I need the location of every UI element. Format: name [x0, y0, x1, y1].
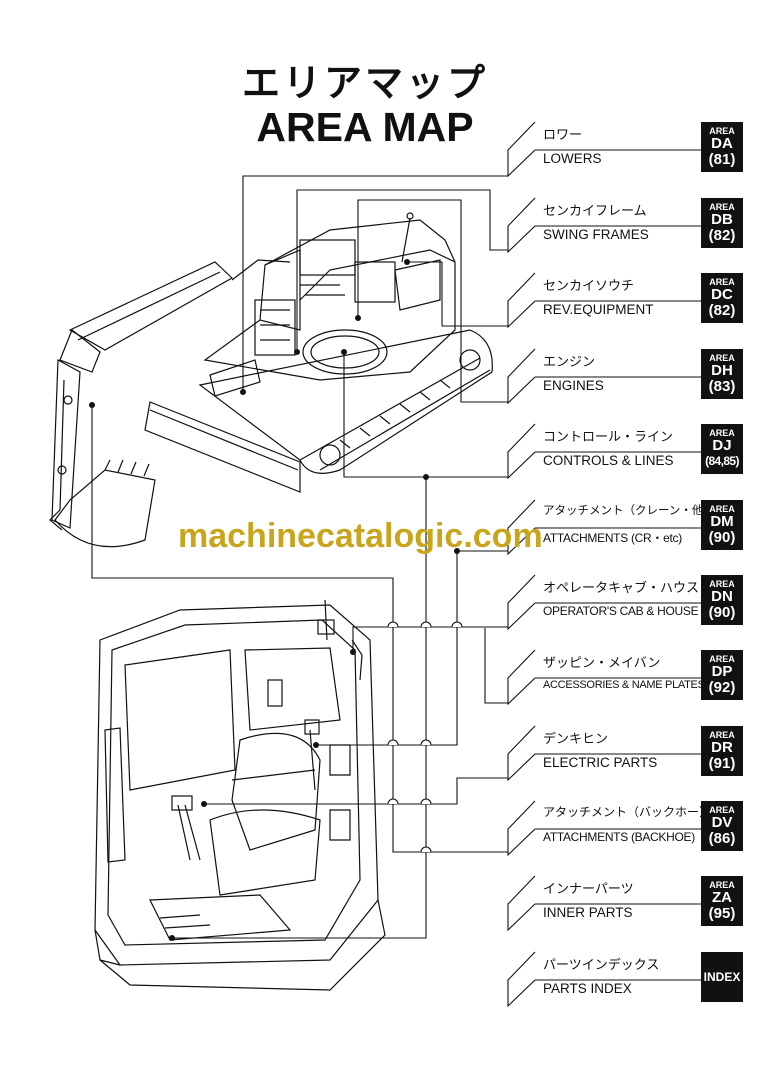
entry-en-label: ELECTRIC PARTS — [543, 755, 658, 770]
entry-en-label: OPERATOR'S CAB & HOUSE — [543, 604, 699, 618]
area-entry-da[interactable]: ロワー LOWERS AREA DA (81) — [508, 122, 743, 172]
entry-en-label: SWING FRAMES — [543, 227, 649, 242]
area-entry-za[interactable]: インナーパーツ INNER PARTS AREA ZA (95) — [508, 876, 743, 926]
cab-drawing — [94, 599, 386, 991]
area-entry-dm[interactable]: アタッチメント（クレーン・他） ATTACHMENTS (CR・etc) ARE… — [508, 500, 743, 550]
entry-jp-label: デンキヒン — [543, 732, 609, 747]
entry-en-label: ATTACHMENTS (BACKHOE) — [543, 830, 695, 844]
entry-jp-label: センカイソウチ — [543, 279, 635, 294]
entry-jp-label: オペレータキャブ・ハウス — [543, 581, 700, 596]
area-code-badge: AREA DB (82) — [701, 198, 743, 248]
area-code-badge: AREA DR (91) — [701, 726, 743, 776]
area-entry-db[interactable]: センカイフレーム SWING FRAMES AREA DB (82) — [508, 198, 743, 248]
area-entry-dn[interactable]: オペレータキャブ・ハウス OPERATOR'S CAB & HOUSE AREA… — [508, 575, 743, 625]
leader-lines — [91, 175, 508, 939]
entry-jp-label: パーツインデックス — [543, 958, 660, 973]
watermark: machinecatalogic.com — [178, 517, 543, 555]
area-code-badge: AREA DJ (84,85) — [701, 424, 743, 474]
area-code-badge: AREA DC (82) — [701, 273, 743, 323]
entry-jp-label: エンジン — [543, 355, 596, 370]
area-entry-dc[interactable]: センカイソウチ REV.EQUIPMENT AREA DC (82) — [508, 273, 743, 323]
entry-en-label: ATTACHMENTS (CR・etc) — [543, 531, 682, 545]
area-entry-dh[interactable]: エンジン ENGINES AREA DH (83) — [508, 349, 743, 399]
area-code-badge: AREA DV (86) — [701, 801, 743, 851]
entry-en-label: ENGINES — [543, 378, 604, 393]
entry-frames — [507, 121, 701, 1008]
entry-jp-label: ザッピン・メイバン — [543, 656, 661, 671]
area-code-badge: AREA DA (81) — [701, 122, 743, 172]
entry-jp-label: ロワー — [543, 128, 583, 143]
area-code-badge: AREA DM (90) — [701, 500, 743, 550]
entry-jp-label: アタッチメント（クレーン・他） — [543, 503, 715, 517]
area-entry-index[interactable]: パーツインデックス PARTS INDEX INDEX — [508, 952, 743, 1002]
area-entry-dr[interactable]: デンキヒン ELECTRIC PARTS AREA DR (91) — [508, 726, 743, 776]
area-entry-dv[interactable]: アタッチメント（バックホー） ATTACHMENTS (BACKHOE) ARE… — [508, 801, 743, 851]
entry-en-label: LOWERS — [543, 151, 602, 166]
area-code-badge: AREA DP (92) — [701, 650, 743, 700]
area-code-badge: AREA DH (83) — [701, 349, 743, 399]
entry-en-label: REV.EQUIPMENT — [543, 302, 654, 317]
area-code-badge: AREA ZA (95) — [701, 876, 743, 926]
entry-en-label: PARTS INDEX — [543, 981, 632, 996]
entry-jp-label: アタッチメント（バックホー） — [543, 805, 712, 819]
entry-jp-label: コントロール・ライン — [543, 430, 674, 445]
entry-jp-label: センカイフレーム — [543, 204, 647, 219]
area-code-badge: AREA DN (90) — [701, 575, 743, 625]
entry-en-label: CONTROLS & LINES — [543, 453, 674, 468]
index-badge: INDEX — [701, 952, 743, 1002]
area-entry-dp[interactable]: ザッピン・メイバン ACCESSORIES & NAME PLATES AREA… — [508, 650, 743, 700]
page-title-japanese: エリアマップ — [241, 61, 488, 105]
entry-en-label: ACCESSORIES & NAME PLATES — [543, 679, 705, 691]
area-entry-dj[interactable]: コントロール・ライン CONTROLS & LINES AREA DJ (84,… — [508, 424, 743, 474]
excavator-drawing — [49, 212, 493, 548]
page-title-english: AREA MAP — [256, 104, 474, 150]
entry-en-label: INNER PARTS — [543, 905, 633, 920]
entry-jp-label: インナーパーツ — [543, 882, 634, 897]
